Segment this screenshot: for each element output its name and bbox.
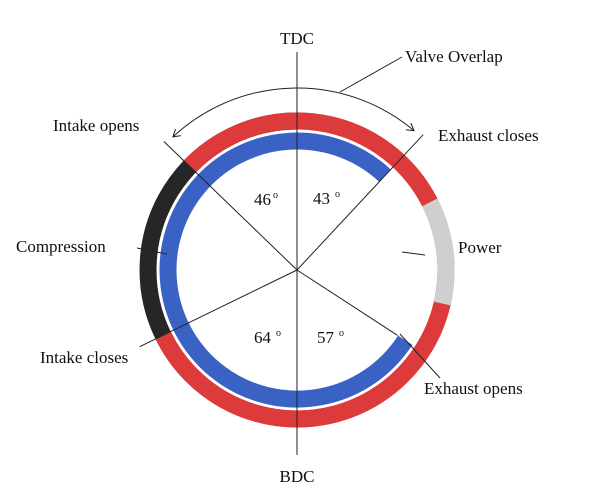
exhaust-opens-leader [399, 333, 441, 379]
intake-closes-ray [139, 269, 298, 348]
intake-arc-overlap [183, 112, 438, 207]
overlap-arrow-left [172, 129, 181, 138]
valve-overlap-label: Valve Overlap [405, 47, 503, 66]
exhaust-opens-label: Exhaust opens [424, 379, 523, 398]
exhaust-opens-ray [296, 269, 398, 336]
intake-opens-label: Intake opens [53, 116, 139, 135]
power-leader [401, 251, 426, 256]
compression-label: Compression [16, 237, 106, 256]
valve-overlap-bracket [172, 87, 415, 138]
tdc-label: TDC [280, 29, 314, 48]
exhaust-closes-label: Exhaust closes [438, 126, 539, 145]
intake-arc-lower [155, 301, 451, 428]
exhaust-closes-ray [296, 134, 424, 271]
intake-opens-ray [163, 141, 298, 271]
bdc-label: BDC [280, 467, 315, 486]
valve-overlap-leader [339, 56, 403, 93]
exhaust-arc [159, 132, 413, 408]
overlap-arrow-right [405, 122, 415, 132]
intake-closes-label: Intake closes [40, 348, 128, 367]
power-label: Power [458, 238, 502, 257]
compression-leader [136, 247, 168, 255]
